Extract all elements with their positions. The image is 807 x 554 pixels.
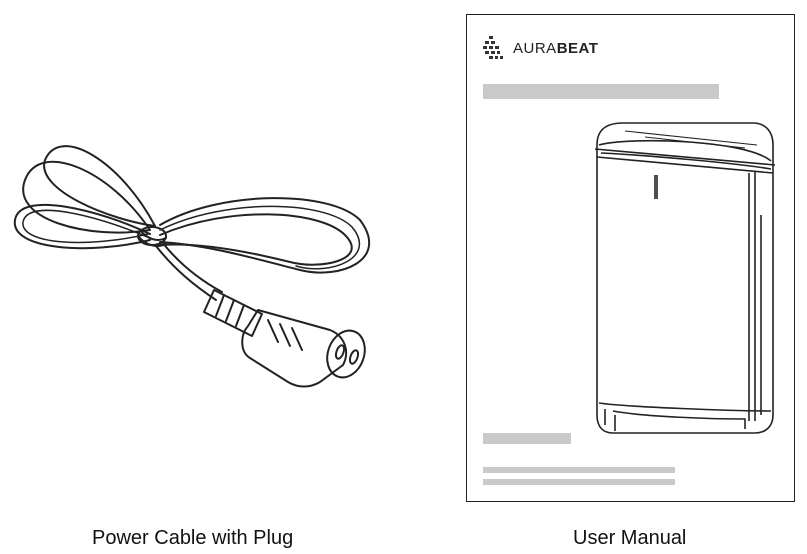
footer-placeholder-bar <box>483 479 675 485</box>
power-cable-icon <box>13 145 371 388</box>
user-manual-caption: User Manual <box>573 527 687 549</box>
brand-name-light: AURA <box>513 39 557 57</box>
brand: AURABEAT <box>483 33 598 63</box>
power-cable-caption: Power Cable with Plug <box>92 527 294 549</box>
air-purifier-illustration <box>594 122 776 434</box>
footer-placeholder-bar <box>483 467 675 473</box>
brand-name-bold: BEAT <box>556 39 599 57</box>
user-manual-booklet: AURABEAT <box>466 14 795 502</box>
brand-name: AURABEAT <box>513 40 598 57</box>
subtitle-placeholder-bar <box>483 433 571 444</box>
title-placeholder-bar <box>483 84 719 99</box>
aurabeat-logo-icon <box>483 36 503 59</box>
